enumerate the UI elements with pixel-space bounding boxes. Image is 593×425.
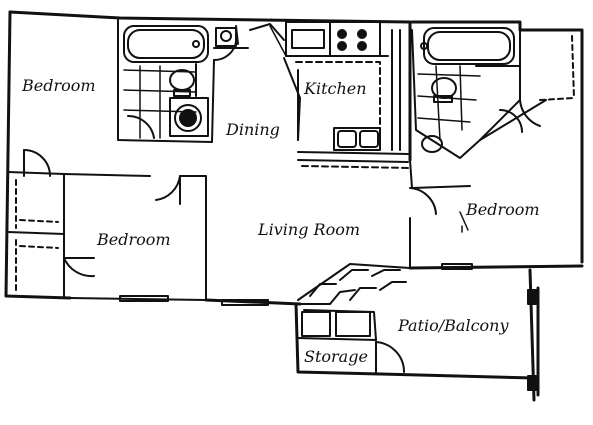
closets-left — [7, 149, 65, 297]
room-label-bedroom-right: Bedroom — [466, 200, 540, 219]
kitchen-layout — [249, 21, 411, 169]
room-label-kitchen: Kitchen — [304, 79, 367, 98]
bathroom-left — [117, 19, 249, 143]
windows — [119, 263, 537, 391]
room-label-living-room: Living Room — [258, 220, 361, 239]
door-swings — [499, 109, 523, 133]
bedroom-right-walls — [409, 159, 471, 269]
hall-stair-closet — [297, 263, 411, 341]
room-label-patio: Patio/Balcony — [398, 316, 509, 335]
room-label-bedroom-middle: Bedroom — [97, 230, 171, 249]
outer-walls — [4, 10, 584, 402]
room-label-bedroom-left: Bedroom — [22, 76, 96, 95]
bedroom-middle-walls — [63, 173, 207, 301]
room-label-storage: Storage — [304, 347, 368, 366]
bathroom-right — [411, 27, 575, 159]
room-label-dining: Dining — [226, 120, 280, 139]
storage-layout — [297, 311, 406, 373]
